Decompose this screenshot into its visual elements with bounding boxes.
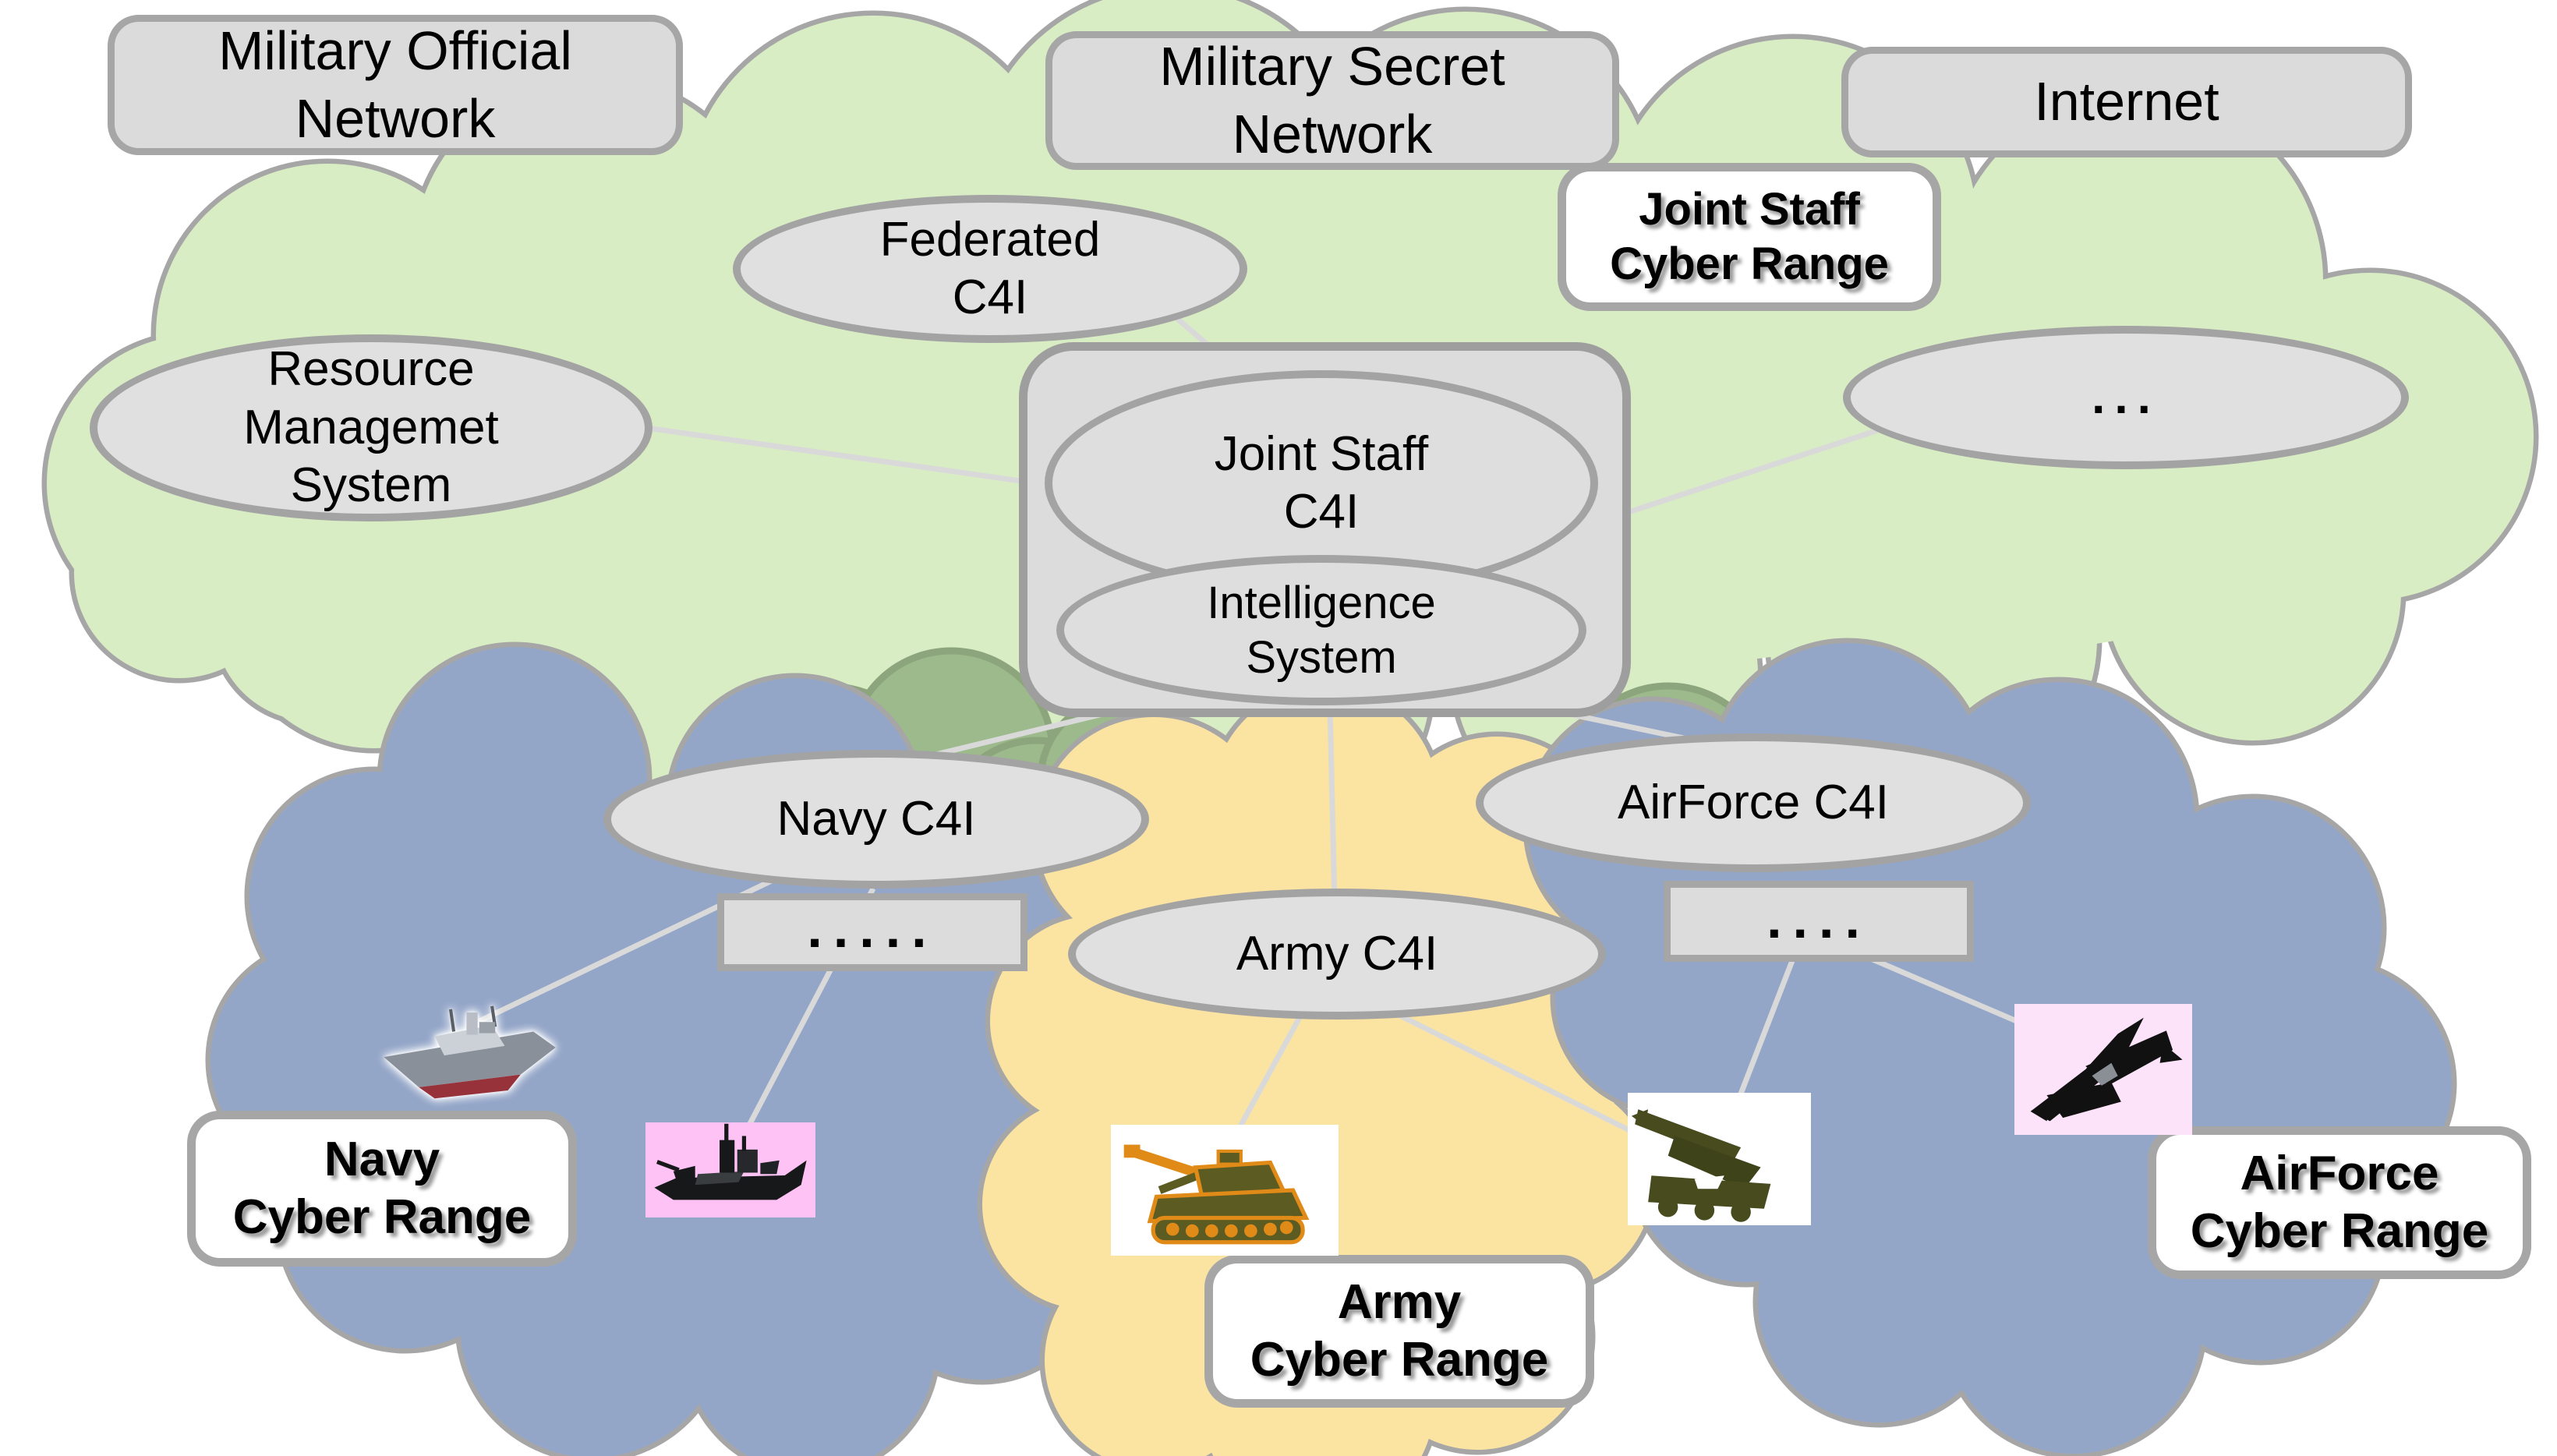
connector-army-to-howitzer	[1229, 1012, 1305, 1143]
army-c4i-ellipse: Army C4I	[1068, 889, 1606, 1020]
army-cyber-range-box: Army Cyber Range	[1204, 1255, 1594, 1408]
resource-management-system-ellipse: Resource Managemet System	[90, 334, 653, 521]
connector-jointstaff-to-army	[1327, 705, 1338, 905]
connector-jointstaff-to-more	[1620, 422, 1896, 518]
navy-more-box: .....	[717, 893, 1027, 971]
navy-warship-image	[645, 1122, 815, 1217]
airforce-c4i-ellipse: AirForce C4I	[1476, 733, 2031, 872]
navy-transport-ship-image	[374, 1002, 565, 1103]
federated-c4i-ellipse: Federated C4I	[733, 195, 1247, 343]
internet-box: Internet	[1841, 47, 2412, 157]
connector-resource-to-jointstaff	[646, 425, 1038, 486]
joint-staff-cyber-range-box: Joint Staff Cyber Range	[1558, 163, 1941, 311]
navy-c4i-ellipse: Navy C4I	[603, 750, 1149, 889]
army-howitzer-image	[1111, 1125, 1339, 1256]
military-secret-network-box: Military Secret Network	[1045, 31, 1619, 170]
airforce-cyber-range-box: AirForce Cyber Range	[2148, 1126, 2531, 1279]
airforce-jet-image	[2014, 1004, 2192, 1135]
navy-cyber-range-box: Navy Cyber Range	[187, 1111, 577, 1267]
military-official-network-box: Military Official Network	[108, 15, 683, 155]
army-missile-launcher-image	[1628, 1093, 1811, 1225]
more-systems-ellipse: ...	[1843, 326, 2409, 469]
intelligence-system-ellipse: Intelligence System	[1056, 555, 1586, 705]
airforce-more-box: ....	[1664, 881, 1974, 962]
